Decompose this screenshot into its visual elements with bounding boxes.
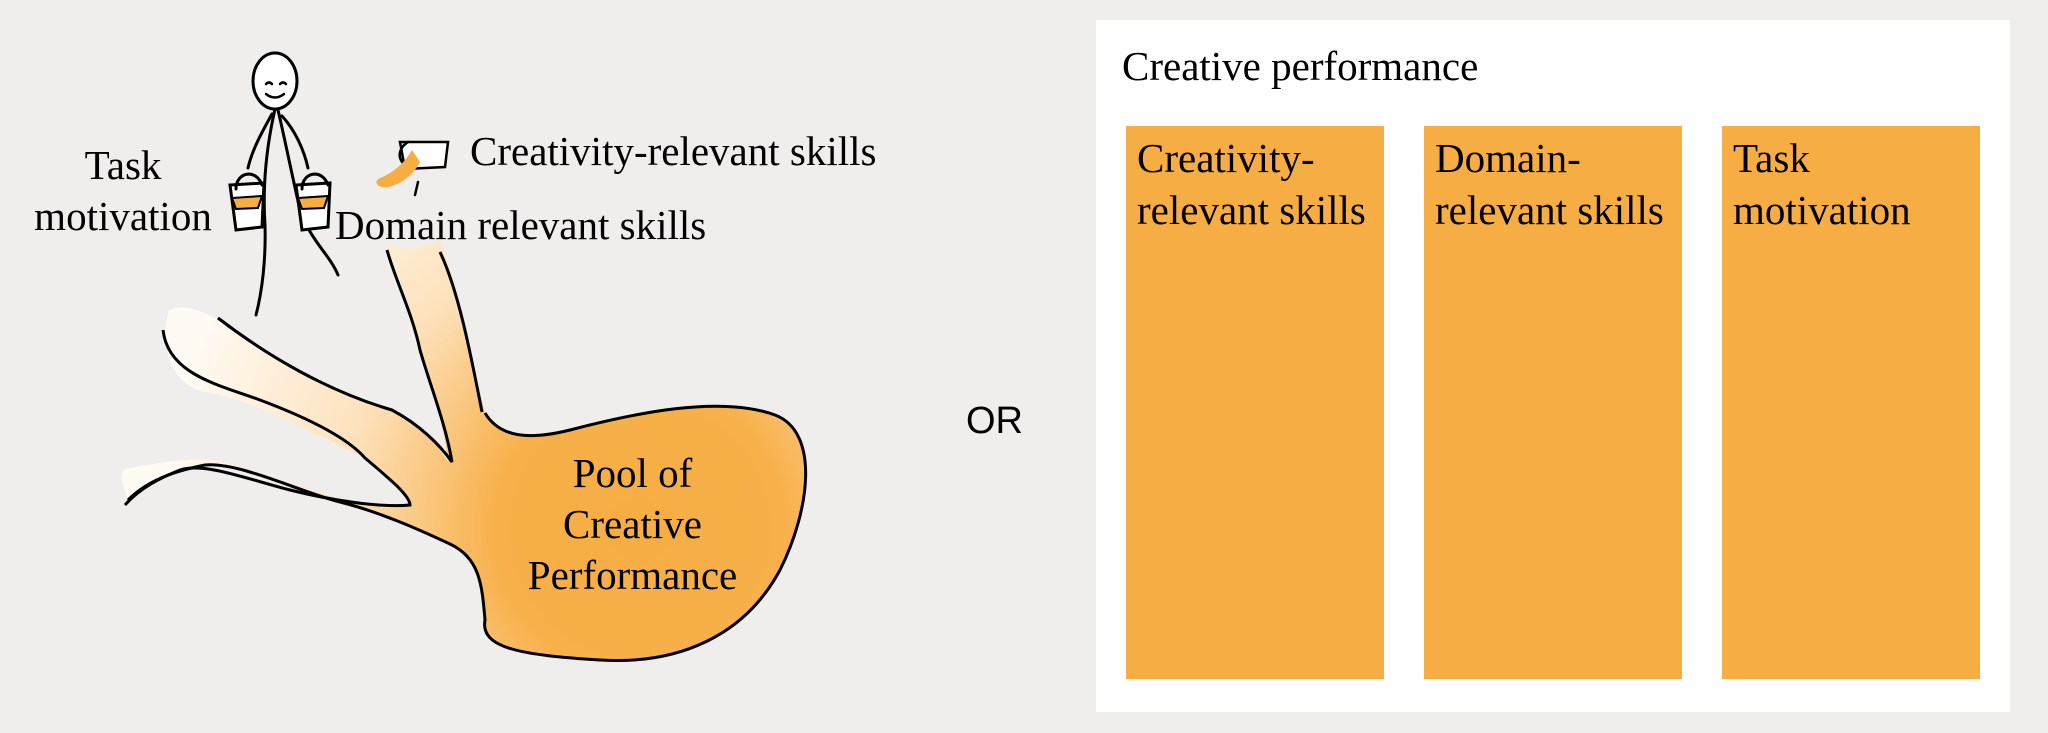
pool-label: Pool of Creative Performance — [527, 450, 738, 598]
creative-performance-panel: Creative performance Creativity- relevan… — [1096, 20, 2010, 712]
stick-figure-icon — [228, 51, 340, 317]
column-label: Task motivation — [1733, 135, 1911, 233]
right-stream-outline — [438, 251, 484, 413]
middle-stream-outline — [217, 249, 454, 463]
panel-title: Creative performance — [1122, 43, 1479, 89]
column-label: Domain- relevant skills — [1435, 135, 1664, 233]
pool-drawing — [121, 51, 808, 663]
column-label: Creativity- relevant skills — [1137, 135, 1366, 233]
column-task-motivation: Task motivation — [1722, 126, 1980, 679]
pouring-bucket-icon — [376, 140, 450, 197]
task-motivation-label: Task motivation — [34, 142, 212, 239]
column-domain-skills: Domain- relevant skills — [1424, 126, 1682, 679]
pool-outline — [126, 404, 808, 663]
column-creativity-skills: Creativity- relevant skills — [1126, 126, 1384, 679]
pool-shape — [121, 240, 806, 661]
creativity-skills-label: Creativity-relevant skills — [470, 128, 877, 174]
or-separator: OR — [966, 400, 1023, 442]
domain-skills-label: Domain relevant skills — [335, 202, 707, 248]
pool-illustration: Task motivation Creativity-relevant skil… — [0, 0, 1000, 733]
upper-stream-outline — [123, 329, 412, 508]
